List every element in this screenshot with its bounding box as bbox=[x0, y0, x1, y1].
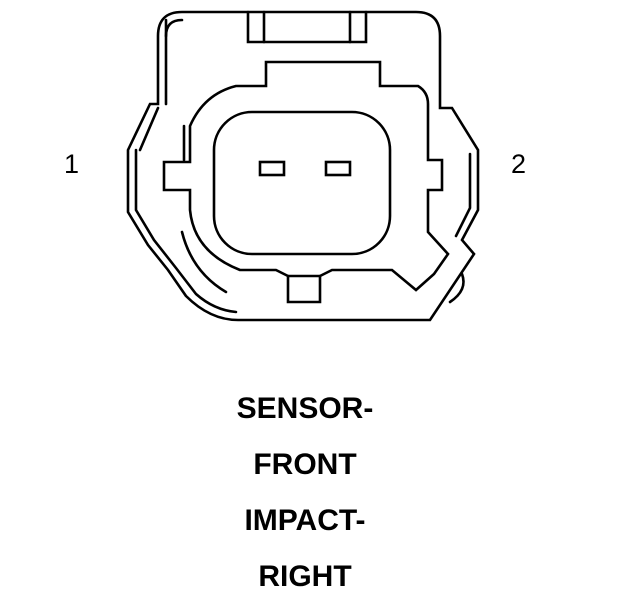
connector-housing-outline bbox=[126, 10, 480, 322]
caption-line-3: IMPACT- bbox=[244, 504, 366, 537]
terminal-cavity bbox=[212, 110, 392, 256]
top-latch-slot bbox=[262, 10, 352, 44]
housing-inner-edge-left bbox=[134, 18, 238, 314]
housing-top-left-corner bbox=[164, 18, 184, 38]
caption-line-1: SENSOR- bbox=[236, 392, 374, 425]
terminal-1 bbox=[258, 160, 286, 177]
caption-line-4: RIGHT bbox=[258, 560, 352, 593]
bottom-key-tab bbox=[286, 274, 322, 304]
housing-side-bulge-left bbox=[138, 106, 160, 152]
housing-inner-edge-right bbox=[454, 152, 472, 238]
caption-line-2: FRONT bbox=[253, 448, 357, 481]
terminal-2 bbox=[324, 160, 352, 177]
housing-right-bottom-bulge bbox=[448, 272, 465, 304]
inner-key-offset bbox=[180, 124, 228, 294]
inner-key-body bbox=[162, 60, 450, 292]
pin-number-2: 2 bbox=[511, 149, 527, 179]
pin-number-1: 1 bbox=[64, 149, 80, 179]
top-latch-tab bbox=[246, 10, 368, 44]
